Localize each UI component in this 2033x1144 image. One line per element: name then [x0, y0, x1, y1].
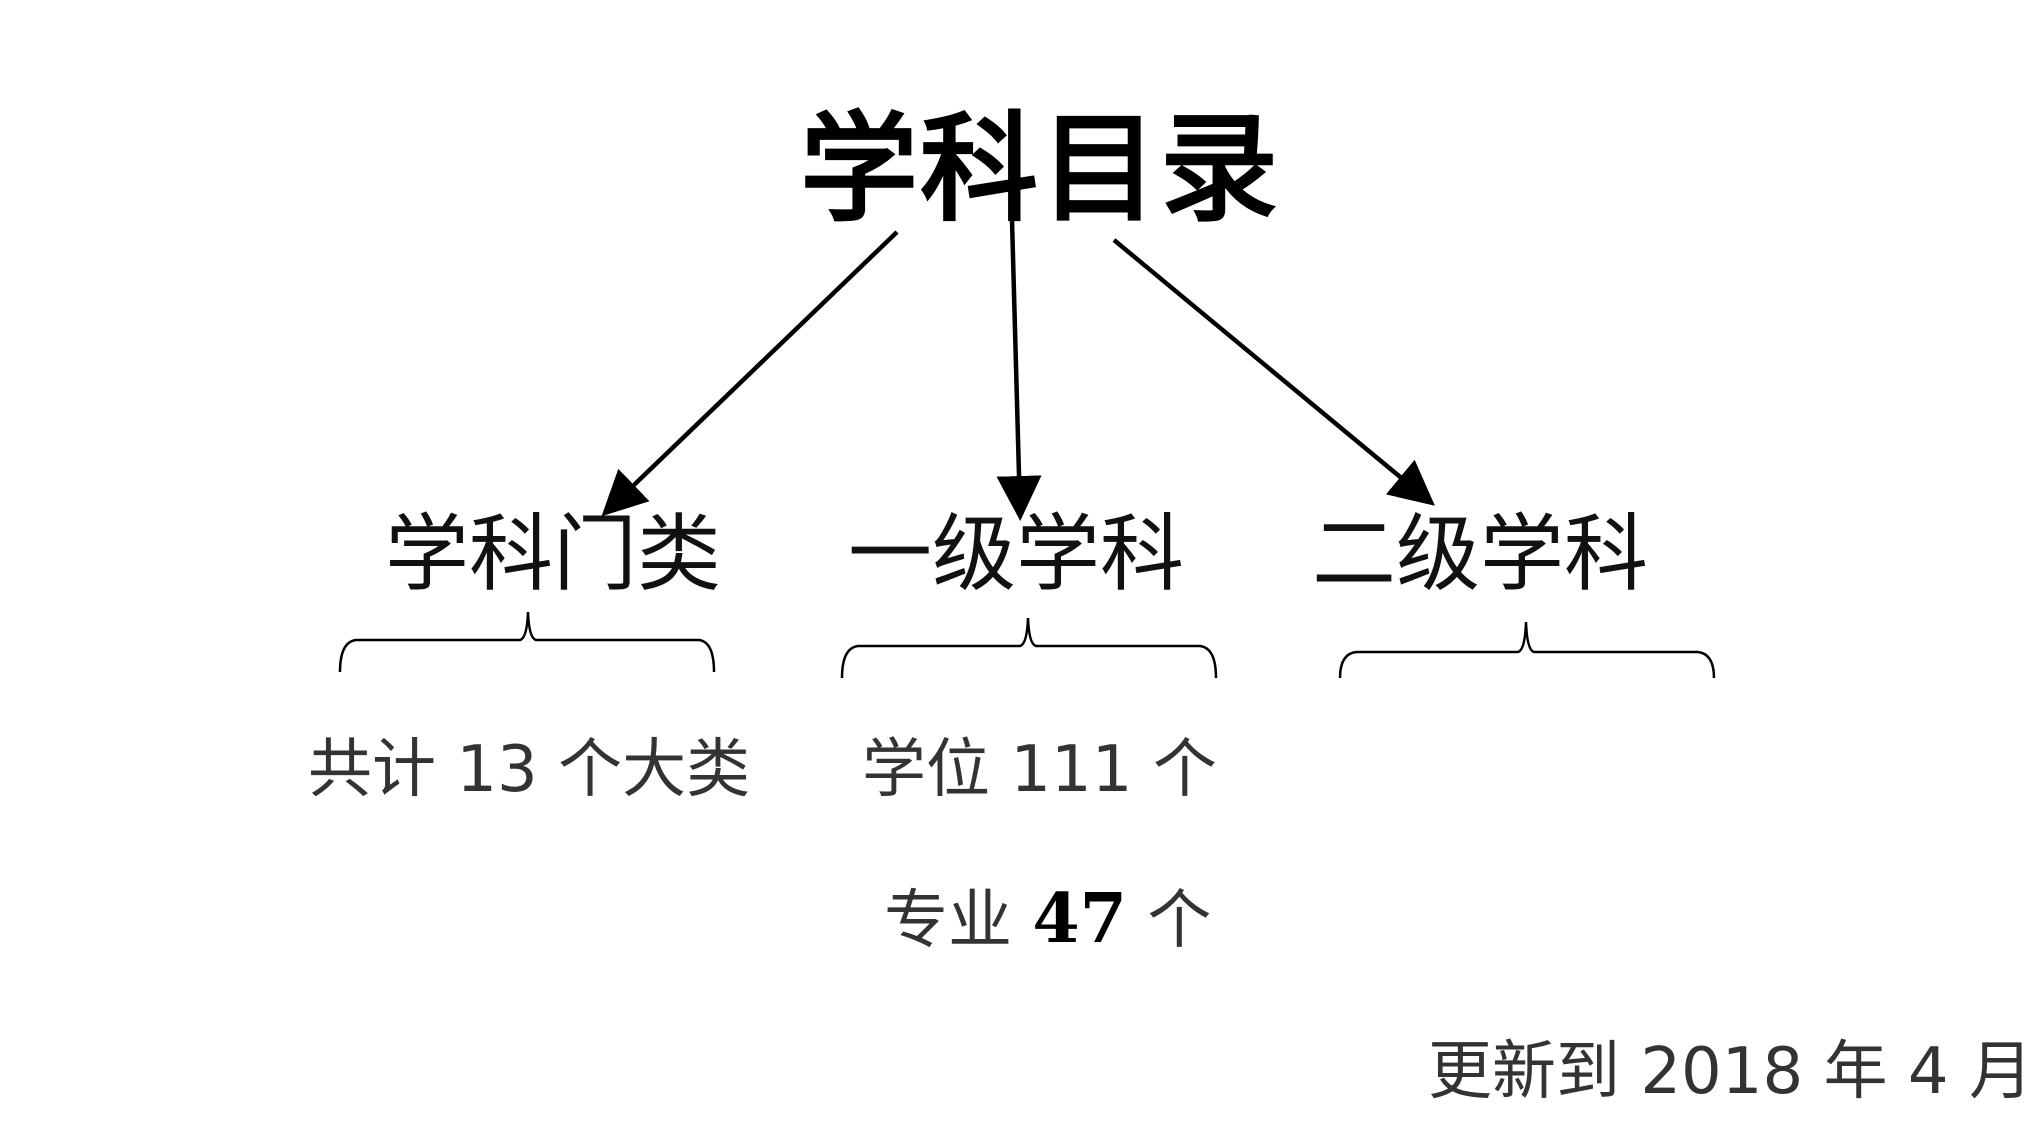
update-note: 更新到 2018 年 4 月: [1428, 1035, 2033, 1109]
arrow-to-second-level-discipline: [1112, 238, 1435, 506]
node-discipline-category: 学科门类: [385, 505, 722, 603]
node-first-level-discipline: 一级学科: [848, 505, 1185, 603]
arrow-to-first-level-discipline: [996, 219, 1042, 521]
detail-majors-number: 47: [1032, 879, 1127, 959]
diagram-title: 学科目录: [800, 100, 1281, 238]
detail-first-level-discipline: 学位 111 个: [862, 733, 1217, 807]
node-second-level-discipline: 二级学科: [1312, 505, 1649, 603]
brace-discipline-category: [338, 611, 716, 673]
brace-first-level-discipline: [840, 617, 1218, 679]
arrow-to-discipline-category: [601, 230, 899, 517]
detail-discipline-category: 共计 13 个大类: [308, 733, 751, 807]
brace-second-level-discipline: [1338, 621, 1716, 679]
detail-majors-suffix: 个: [1126, 884, 1212, 958]
detail-majors-prefix: 专业: [884, 884, 1033, 958]
detail-majors: 专业 47 个: [884, 885, 1211, 953]
